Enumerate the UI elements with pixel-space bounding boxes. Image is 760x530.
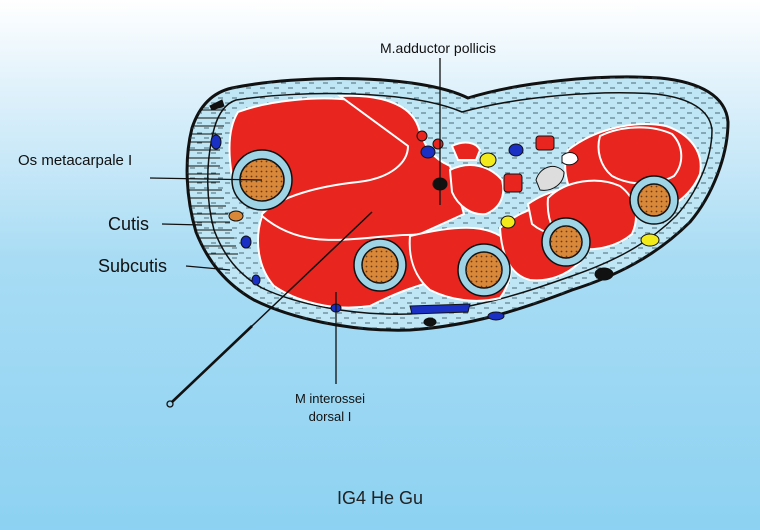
label-interossei-line2: dorsal I bbox=[308, 409, 352, 424]
muscles bbox=[228, 94, 702, 309]
bone-metacarpale-iv bbox=[541, 217, 591, 267]
small-structures bbox=[503, 135, 579, 193]
label-interossei-line1: M interossei bbox=[294, 391, 366, 406]
subcutis-border bbox=[207, 92, 713, 315]
pointer-cutis bbox=[161, 223, 203, 226]
pointer-lines bbox=[149, 58, 441, 384]
bone-metacarpale-ii bbox=[353, 238, 407, 292]
bone-metacarpale-iii bbox=[457, 243, 511, 297]
needle bbox=[166, 211, 373, 408]
footer-caption: IG4 He Gu bbox=[336, 488, 424, 508]
nerves bbox=[479, 152, 660, 247]
pointer-os-metacarpale bbox=[149, 177, 263, 181]
label-cutis: Cutis bbox=[108, 214, 150, 234]
label-os-metacarpale: Os metacarpale I bbox=[18, 152, 133, 169]
label-subcutis: Subcutis bbox=[98, 256, 168, 276]
bone-metacarpale-v bbox=[629, 175, 679, 225]
pointer-subcutis bbox=[185, 265, 231, 271]
label-adductor-pollicis: M.adductor pollicis bbox=[380, 40, 496, 56]
cutis-layer bbox=[187, 109, 238, 255]
label-interossei: M interossei dorsal I bbox=[270, 390, 390, 426]
